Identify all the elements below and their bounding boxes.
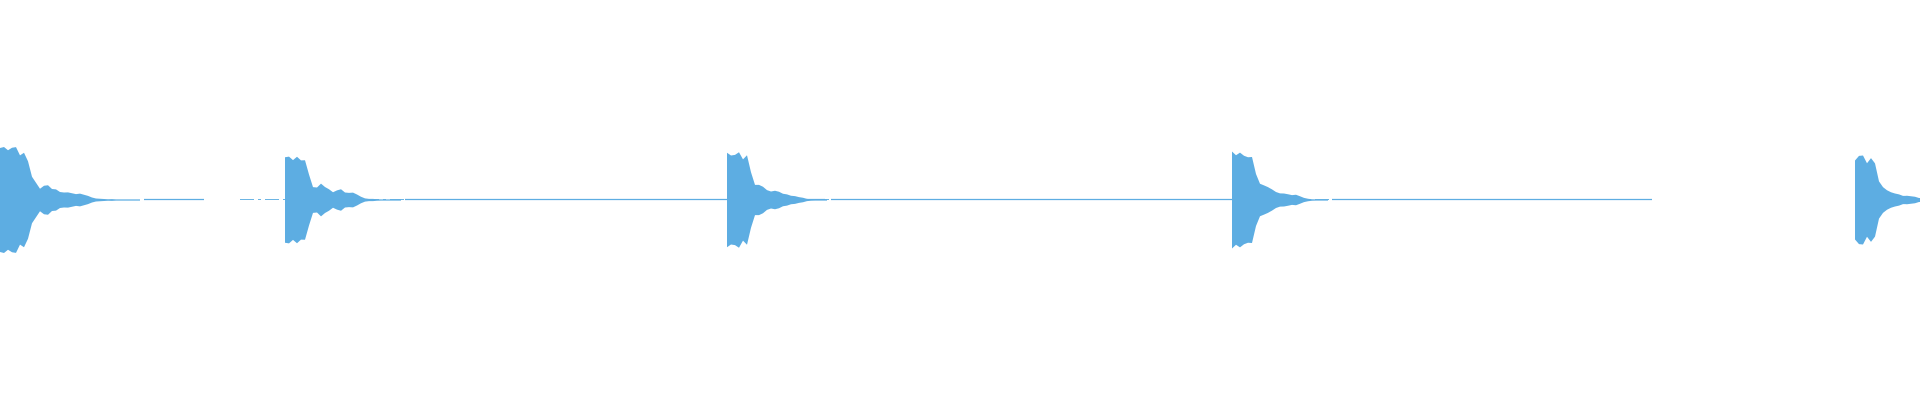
burst-4 [1232, 151, 1328, 249]
burst-2 [285, 156, 401, 244]
burst-3 [727, 152, 827, 248]
burst-1 [0, 147, 140, 253]
burst-5 [1855, 155, 1920, 245]
